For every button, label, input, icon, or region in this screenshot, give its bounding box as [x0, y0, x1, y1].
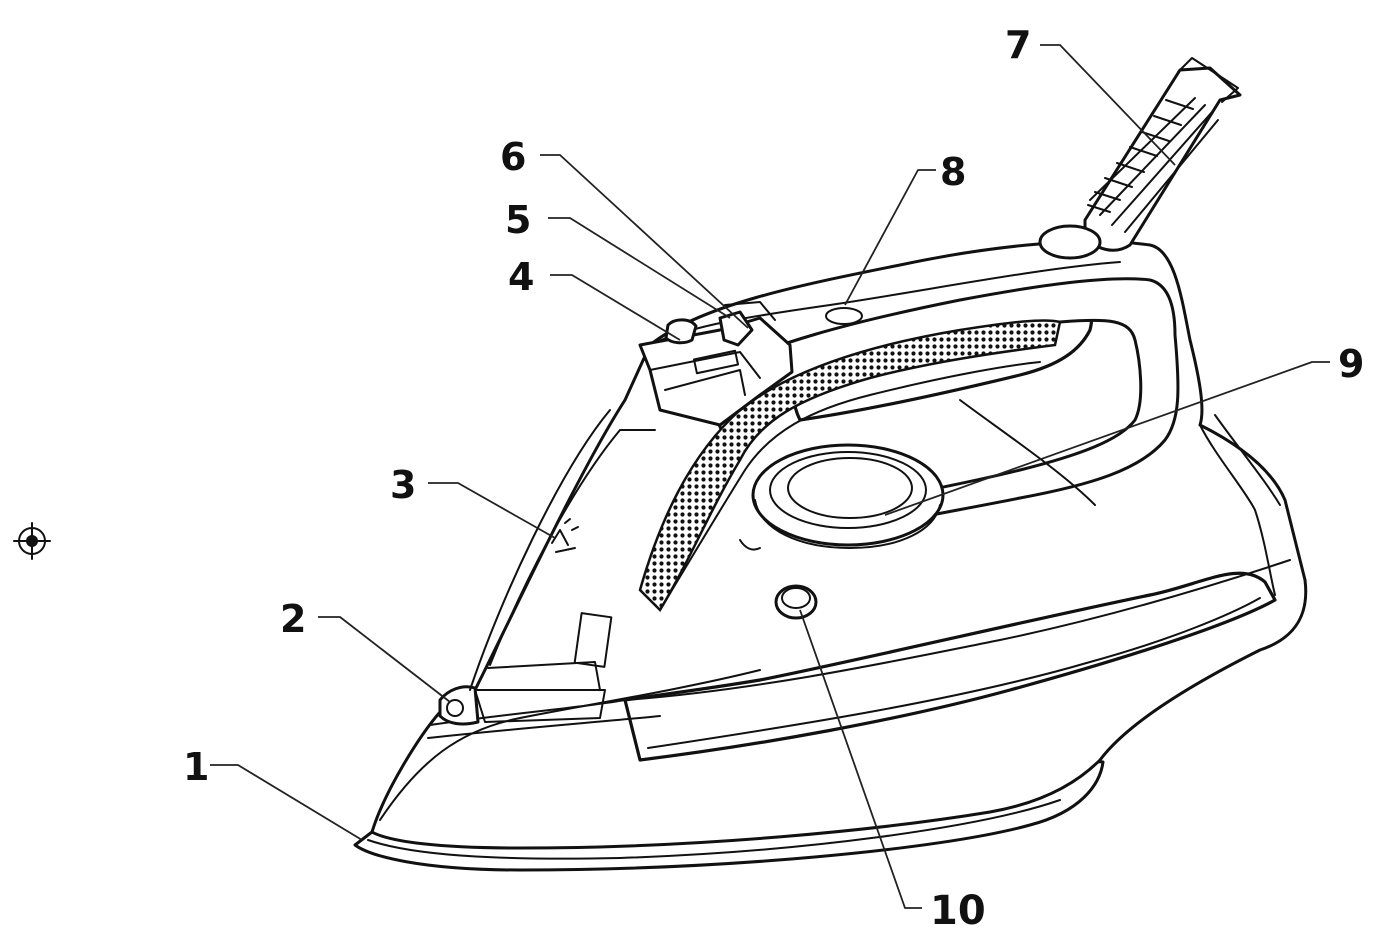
callout-8: 8 — [940, 150, 966, 194]
callout-5: 5 — [505, 198, 531, 242]
filler-cap — [739, 443, 945, 551]
steam-button — [664, 318, 698, 345]
callout-labels: 1 2 3 4 5 6 7 8 9 10 — [183, 23, 1364, 934]
callout-4: 4 — [508, 255, 534, 299]
callout-7: 7 — [1005, 23, 1031, 67]
leader-lines — [210, 44, 1330, 909]
callout-1: 1 — [183, 745, 209, 789]
indicator-light — [825, 307, 863, 325]
callout-3: 3 — [390, 463, 416, 507]
handle — [638, 277, 1180, 613]
callout-9: 9 — [1338, 342, 1364, 386]
spray-icon — [551, 518, 579, 553]
spray-button — [718, 310, 754, 347]
control-button — [774, 584, 818, 620]
registration-crosshair-icon — [13, 522, 51, 560]
top-buttons — [638, 301, 794, 427]
callout-10: 10 — [930, 888, 986, 934]
nozzle-icon — [446, 699, 464, 717]
callout-6: 6 — [500, 135, 526, 179]
callout-2: 2 — [280, 597, 306, 641]
cord-guard — [1038, 57, 1242, 260]
